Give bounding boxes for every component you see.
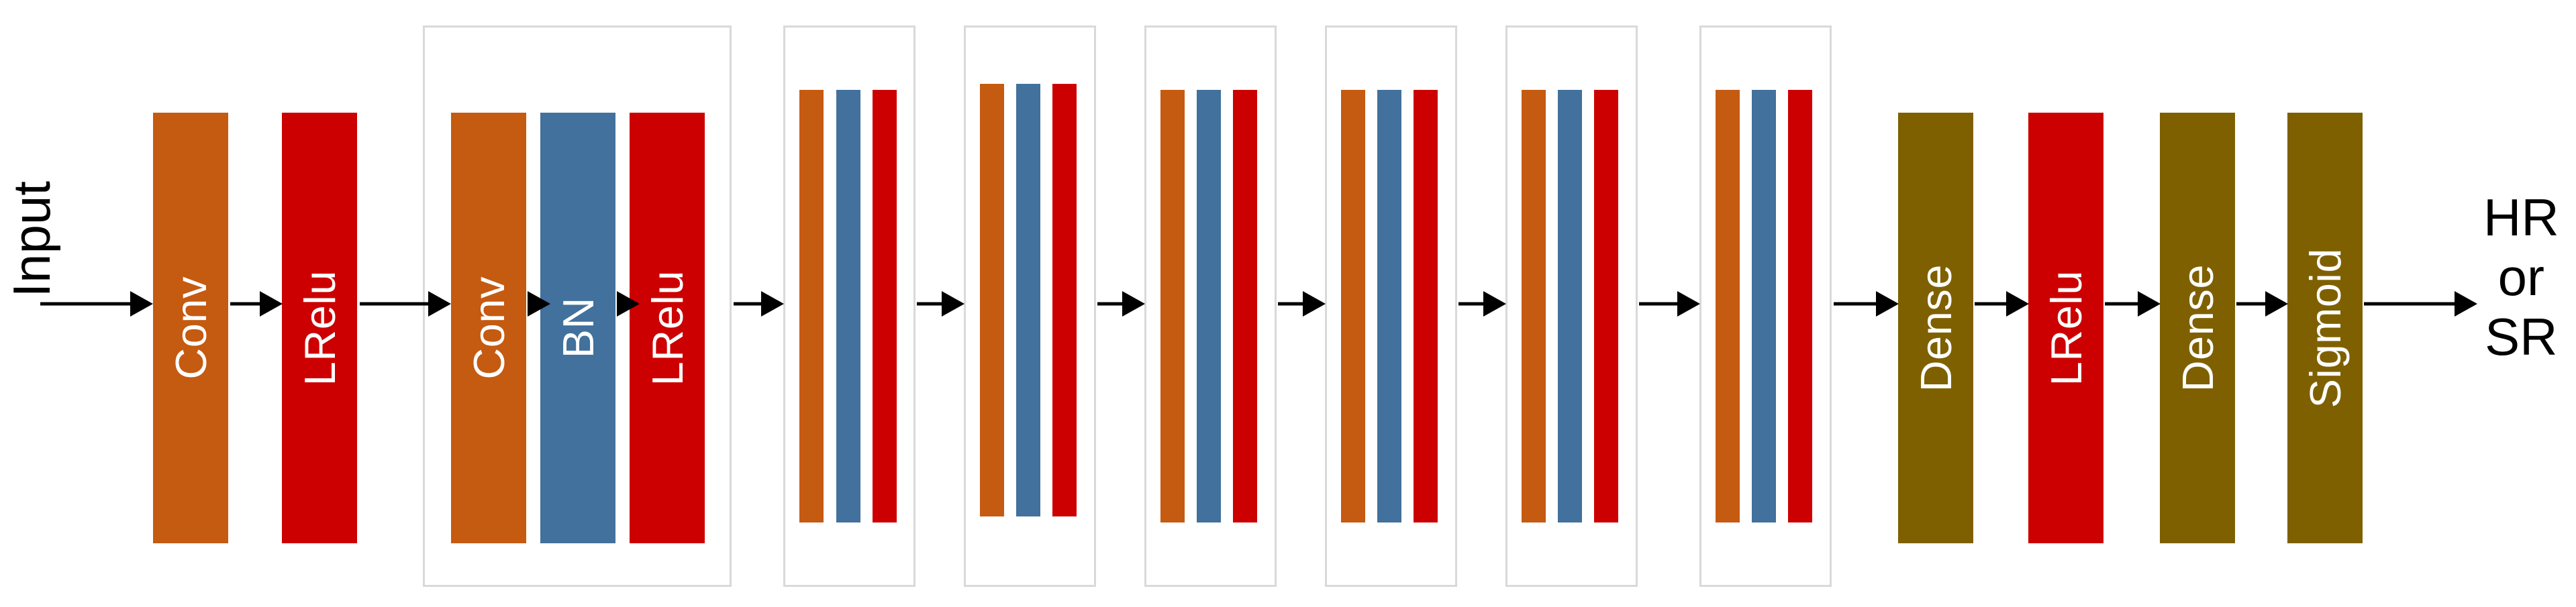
arrow-head-icon xyxy=(1122,291,1145,317)
layer-block-dense-2[interactable]: Dense xyxy=(2160,113,2235,543)
arrow-shaft xyxy=(40,302,130,306)
arrow-head-icon xyxy=(130,291,153,317)
arrow-shaft xyxy=(734,302,761,306)
arrow-head-icon xyxy=(1876,291,1899,317)
arrow-head-icon xyxy=(2006,291,2029,317)
layer-block-g1-lrelu[interactable]: LRelu xyxy=(630,113,705,543)
block-group-group-5[interactable] xyxy=(1325,25,1457,587)
layer-block-g7-lrelu[interactable] xyxy=(1788,90,1812,522)
output-label-line-0: HR xyxy=(2483,188,2559,247)
arrow-shaft xyxy=(1097,302,1122,306)
layer-block-g3-bn[interactable] xyxy=(1016,84,1040,516)
block-group-group-1[interactable] xyxy=(423,25,732,587)
input-label: Input xyxy=(2,181,61,298)
layer-block-dense-1[interactable]: Dense xyxy=(1898,113,1973,543)
layer-block-g6-conv[interactable] xyxy=(1522,90,1546,522)
arrow-shaft xyxy=(1278,302,1303,306)
layer-block-g4-lrelu[interactable] xyxy=(1233,90,1257,522)
arrow-head-icon xyxy=(617,291,640,317)
arrow-head-icon xyxy=(1483,291,1506,317)
layer-label-lrelu-2: LRelu xyxy=(2041,270,2091,386)
layer-block-conv-1[interactable]: Conv xyxy=(153,113,228,543)
layer-block-g6-lrelu[interactable] xyxy=(1594,90,1618,522)
layer-block-g5-bn[interactable] xyxy=(1377,90,1401,522)
layer-label-g1-lrelu: LRelu xyxy=(642,270,692,386)
arrow-head-icon xyxy=(2455,291,2477,317)
arrow-head-icon xyxy=(428,291,451,317)
layer-block-g1-bn[interactable]: BN xyxy=(540,113,615,543)
arrow-head-icon xyxy=(761,291,784,317)
arrow-head-icon xyxy=(942,291,964,317)
output-label-line-2: SR xyxy=(2485,307,2558,366)
arrow-shaft xyxy=(1975,302,2006,306)
arrow-shaft xyxy=(1639,302,1677,306)
block-group-group-6[interactable] xyxy=(1505,25,1638,587)
output-label-line-1: or xyxy=(2497,247,2545,307)
arrow-shaft xyxy=(1834,302,1876,306)
layer-label-lrelu-1: LRelu xyxy=(295,270,344,386)
block-group-group-7[interactable] xyxy=(1699,25,1832,587)
layer-label-g1-conv: Conv xyxy=(464,276,513,380)
arrow-head-icon xyxy=(528,291,550,317)
layer-label-dense-2: Dense xyxy=(2173,264,2222,392)
arrow-head-icon xyxy=(260,291,283,317)
layer-label-dense-1: Dense xyxy=(1911,264,1961,392)
layer-block-g4-conv[interactable] xyxy=(1160,90,1185,522)
layer-block-g3-conv[interactable] xyxy=(980,84,1004,516)
layer-block-g2-lrelu[interactable] xyxy=(873,90,897,522)
layer-block-g3-lrelu[interactable] xyxy=(1052,84,1077,516)
arrow-head-icon xyxy=(1303,291,1326,317)
layer-block-lrelu-1[interactable]: LRelu xyxy=(282,113,357,543)
layer-label-conv-1: Conv xyxy=(166,276,215,380)
arrow-shaft xyxy=(917,302,942,306)
arrow-shaft xyxy=(2236,302,2265,306)
layer-block-g5-conv[interactable] xyxy=(1341,90,1365,522)
layer-block-sigmoid-1[interactable]: Sigmoid xyxy=(2287,113,2363,543)
arrow-shaft xyxy=(230,302,260,306)
layer-block-g7-bn[interactable] xyxy=(1752,90,1776,522)
layer-block-g2-conv[interactable] xyxy=(799,90,824,522)
block-group-group-2[interactable] xyxy=(783,25,915,587)
layer-block-g4-bn[interactable] xyxy=(1197,90,1221,522)
layer-block-g5-lrelu[interactable] xyxy=(1414,90,1438,522)
layer-label-g1-bn: BN xyxy=(553,297,603,359)
layer-block-g2-bn[interactable] xyxy=(836,90,860,522)
block-group-group-3[interactable] xyxy=(964,25,1096,587)
arrow-shaft xyxy=(2364,302,2455,306)
arrow-head-icon xyxy=(2265,291,2288,317)
arrow-shaft xyxy=(360,302,428,306)
layer-block-g7-conv[interactable] xyxy=(1716,90,1740,522)
arrow-shaft xyxy=(2105,302,2138,306)
arrow-head-icon xyxy=(2138,291,2161,317)
block-group-group-4[interactable] xyxy=(1144,25,1277,587)
layer-label-sigmoid-1: Sigmoid xyxy=(2300,247,2350,408)
arrow-head-icon xyxy=(1677,291,1700,317)
arrow-shaft xyxy=(1458,302,1483,306)
layer-block-lrelu-2[interactable]: LRelu xyxy=(2028,113,2103,543)
layer-block-g6-bn[interactable] xyxy=(1558,90,1582,522)
layer-block-g1-conv[interactable]: Conv xyxy=(451,113,526,543)
